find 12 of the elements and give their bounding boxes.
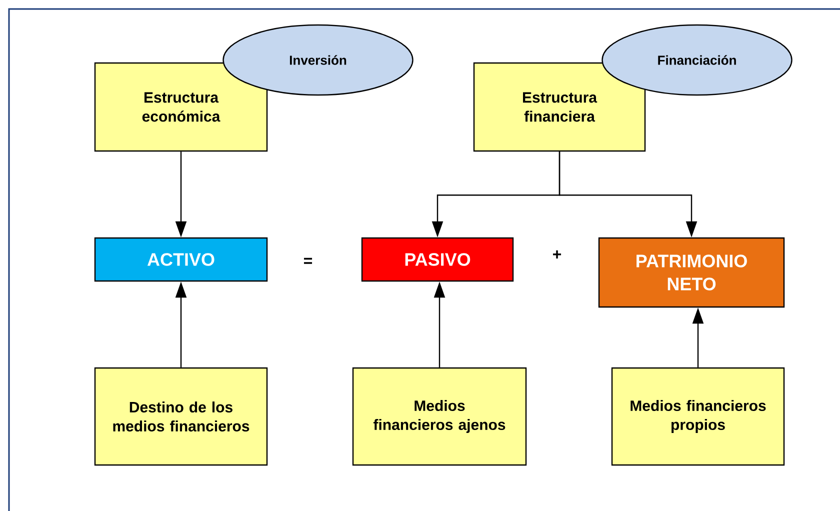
ellipse-tag: Inversión [222,24,414,96]
process-box: PATRIMONIO NETO [598,237,785,308]
process-box: PASIVO [361,237,514,282]
ellipse-tag: Financiación [602,24,792,96]
process-box: Medios financieros propios [611,367,785,466]
process-box: Estructura económica [94,62,268,152]
process-box: ACTIVO [94,237,268,282]
process-box: Destino de los medios financieros [94,367,268,466]
operator-sign: = [304,258,312,264]
process-box: Estructura financiera [473,62,646,152]
process-box: Medios financieros ajenos [352,367,527,466]
operator-sign: + [553,250,562,258]
